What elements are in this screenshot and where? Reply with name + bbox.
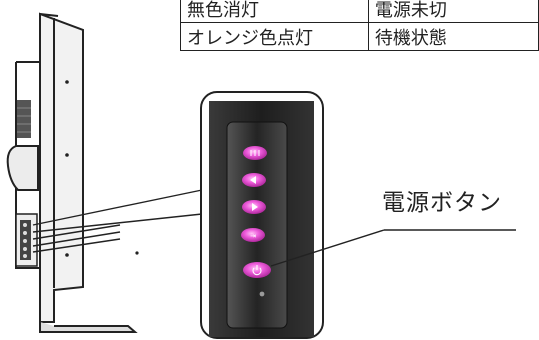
left-arrow-icon <box>250 176 256 184</box>
led-icon <box>259 291 265 297</box>
monitor-side-view <box>6 12 138 333</box>
input-icon: ⇥ <box>250 232 256 240</box>
right-button[interactable] <box>242 200 266 214</box>
button-panel <box>209 101 314 337</box>
menu-icon <box>250 150 260 156</box>
right-arrow-icon <box>252 203 258 211</box>
left-button[interactable] <box>242 173 266 187</box>
status-table: 無色消灯 電源未切 オレンジ色点灯 待機状態 <box>180 0 539 51</box>
meaning-cell: 待機状態 <box>367 22 539 51</box>
power-button-label: 電源ボタン <box>382 190 502 216</box>
table-row: オレンジ色点灯 待機状態 <box>180 22 539 51</box>
indicator-cell: 無色消灯 <box>180 0 369 23</box>
power-icon <box>252 265 262 276</box>
meaning-cell: 電源未切 <box>367 0 539 23</box>
power-button[interactable] <box>243 262 271 278</box>
menu-button[interactable] <box>243 146 267 160</box>
table-row: 無色消灯 電源未切 <box>180 0 539 23</box>
side-button-strip <box>15 213 38 267</box>
detail-leader-lines <box>32 189 203 253</box>
power-callout-line <box>270 229 516 267</box>
indicator-cell: オレンジ色点灯 <box>180 22 369 51</box>
input-button[interactable]: ⇥ <box>241 228 265 242</box>
